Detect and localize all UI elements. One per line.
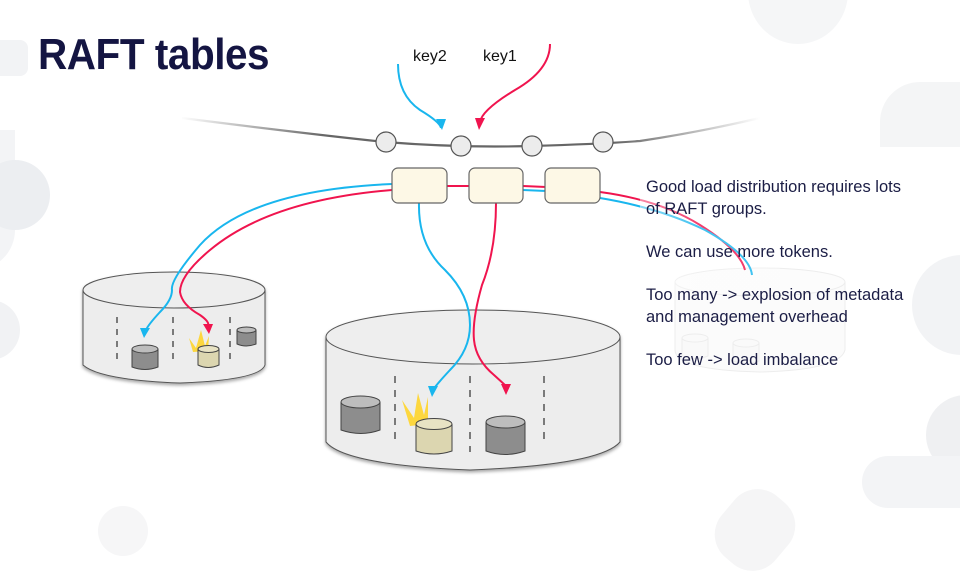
node-small-dividers	[116, 317, 231, 362]
raft-group-box[interactable]	[544, 167, 601, 204]
raft-diagram	[82, 43, 846, 471]
replica-gray	[236, 326, 257, 347]
key2-arrow	[397, 63, 442, 129]
route-red	[178, 189, 393, 327]
bullet-item: Too many -> explosion of metadata and ma…	[646, 286, 904, 326]
key1-arrowhead-icon	[475, 118, 485, 130]
bullet-item: Good load distribution requires lots of …	[646, 178, 901, 218]
replica-leader	[197, 345, 220, 368]
bullet-item: Too few -> load imbalance	[646, 351, 839, 369]
route-blue	[145, 183, 393, 331]
arrowhead-red-icon	[501, 384, 511, 395]
token-ring	[375, 131, 614, 157]
route-red	[522, 185, 547, 188]
arrowhead-red-icon	[203, 324, 213, 334]
leader-crown-icon	[402, 393, 428, 426]
token-node[interactable]	[450, 135, 472, 157]
bullet-item: We can use more tokens.	[646, 243, 833, 261]
background-shape	[0, 300, 20, 360]
replica-leader	[415, 418, 453, 455]
replica-gray	[340, 395, 381, 434]
token-node[interactable]	[375, 131, 397, 153]
replica-gray	[485, 415, 526, 455]
slide-title: RAFT tables	[38, 30, 270, 79]
raft-group-box[interactable]	[468, 167, 524, 204]
key1-label: key1	[483, 48, 517, 65]
background-shape	[862, 456, 960, 508]
route-blue	[417, 202, 472, 391]
key1-arrow	[479, 43, 551, 123]
background-shape	[0, 40, 28, 76]
key2-arrowhead-icon	[436, 119, 446, 130]
token-ring-line	[181, 116, 761, 148]
replica-gray	[131, 344, 159, 370]
raft-group-box[interactable]	[391, 167, 448, 204]
raft-groups	[391, 167, 601, 204]
ghost-replica	[681, 333, 709, 359]
fade-overlay	[640, 180, 780, 300]
key2-label: key2	[413, 48, 447, 65]
token-node[interactable]	[592, 131, 614, 153]
arrowhead-blue-icon	[140, 328, 150, 338]
route-blue	[522, 189, 547, 192]
bullet-list: Good load distribution requires lots of …	[646, 176, 906, 392]
background-shape	[880, 82, 960, 147]
ghost-replica	[732, 338, 760, 364]
route-red	[472, 202, 507, 387]
arrowhead-blue-icon	[428, 386, 438, 397]
node-small	[82, 271, 266, 384]
node-large-dividers	[394, 376, 545, 452]
token-node[interactable]	[521, 135, 543, 157]
